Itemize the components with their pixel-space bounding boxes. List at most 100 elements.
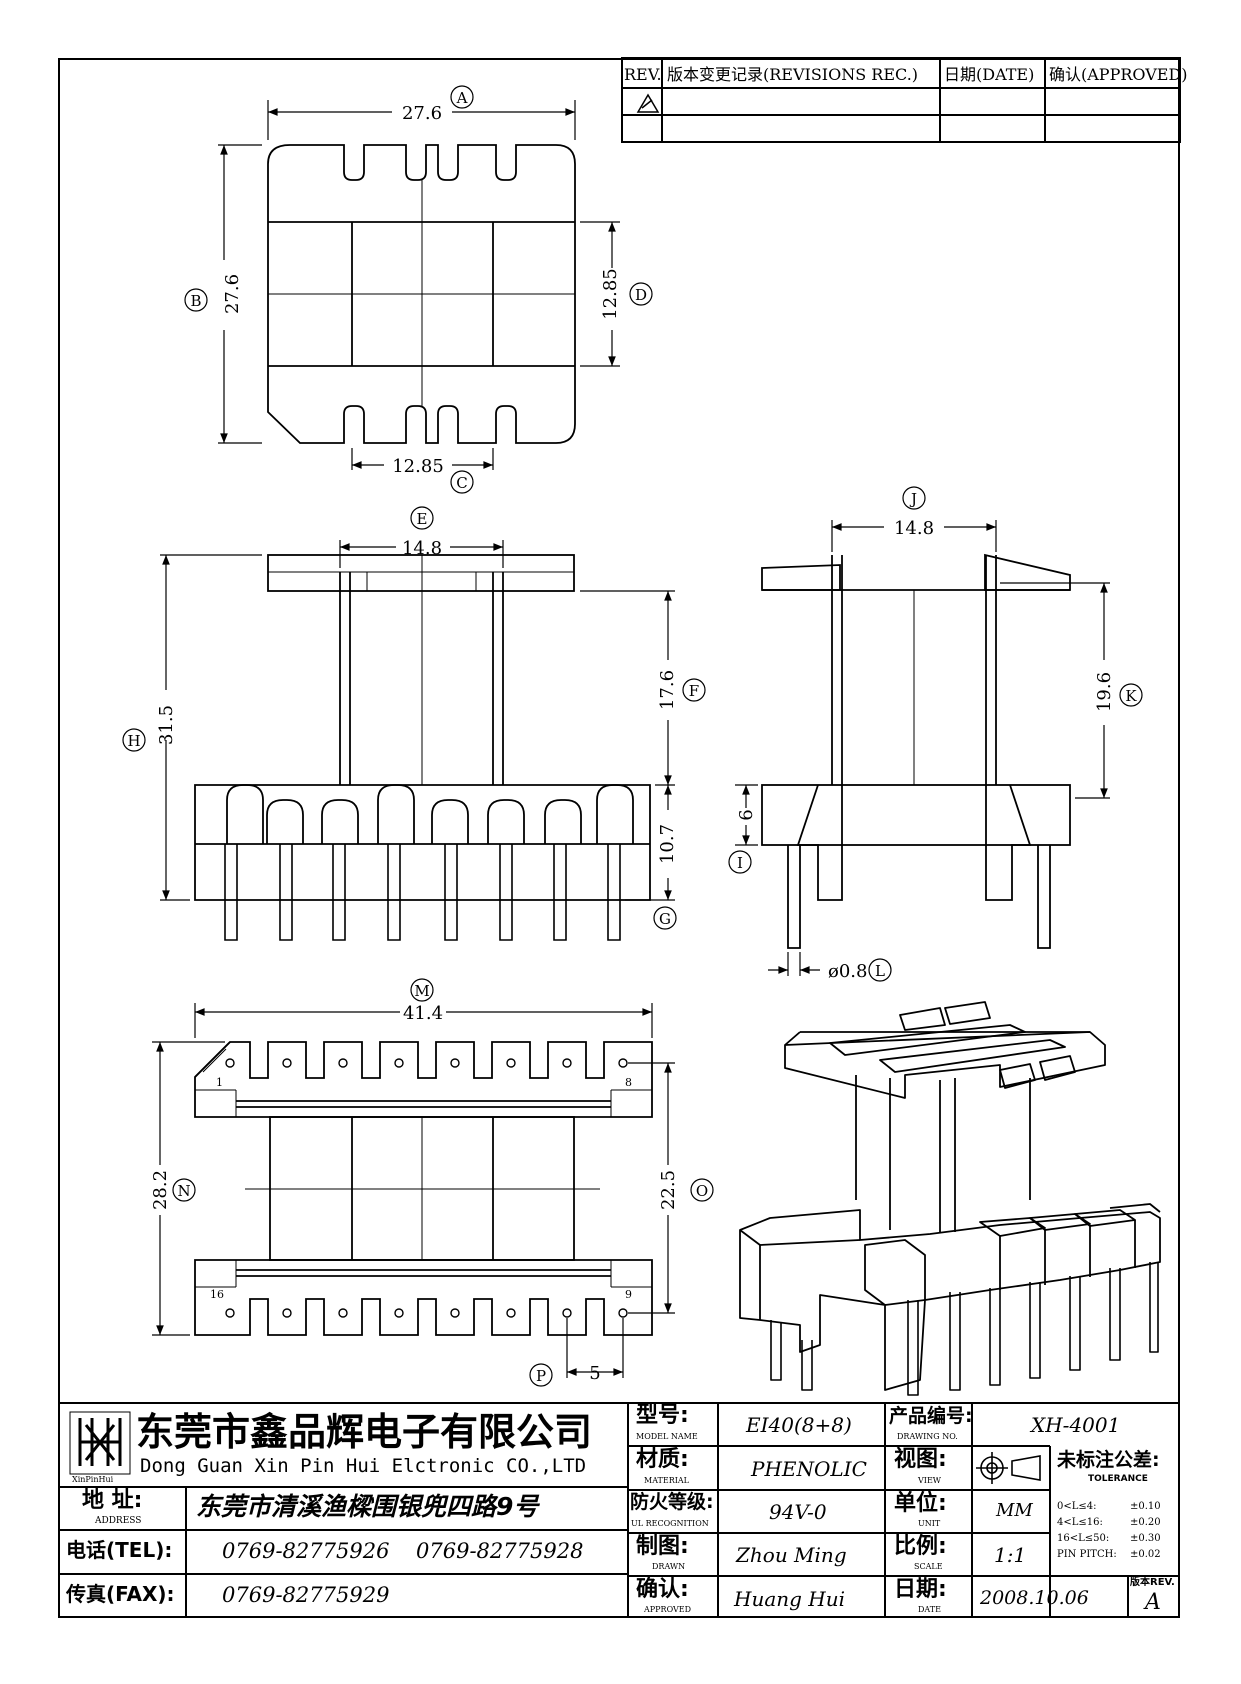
label-m: M: [414, 982, 429, 1000]
dim-height-h: 31.5: [156, 705, 177, 745]
label-g: G: [659, 910, 671, 928]
rev-value: A: [1145, 1590, 1161, 1615]
front-view: [194, 554, 651, 941]
tel-label: 电话(TEL):: [66, 1538, 173, 1562]
company-name-en: Dong Guan Xin Pin Hui Elctronic CO.,LTD: [140, 1455, 587, 1477]
approved-label: 确认:: [636, 1577, 689, 1602]
sheet-border: [58, 58, 1180, 1618]
label-f: F: [689, 682, 699, 700]
dim-width-a: 27.6: [402, 103, 442, 124]
label-i: I: [737, 854, 743, 872]
revision-record-header: 版本变更记录(REVISIONS REC.): [667, 65, 918, 84]
tolerance-value-4: ±0.02: [1130, 1549, 1161, 1560]
date-header: 日期(DATE): [944, 65, 1034, 84]
scale-value: 1:1: [994, 1543, 1027, 1567]
tolerance-value-1: ±0.10: [1130, 1501, 1161, 1512]
pin-number-16: 16: [210, 1288, 224, 1301]
tolerance-label-en: TOLERANCE: [1088, 1474, 1148, 1484]
label-l: L: [875, 962, 885, 980]
fax-value: 0769-82775929: [222, 1583, 390, 1607]
tel-1: 0769-82775926: [222, 1539, 390, 1563]
rev-label: 版本REV.: [1130, 1577, 1175, 1588]
revision-headers: REV. 版本变更记录(REVISIONS REC.) 日期(DATE) 确认(…: [624, 65, 1188, 84]
dim-base-i: 6: [736, 809, 757, 820]
label-b: B: [190, 292, 201, 310]
drawing-no-label: 产品编号:: [889, 1405, 973, 1427]
label-o: O: [696, 1182, 708, 1200]
fire-value: 94V-0: [769, 1500, 827, 1524]
address-label: 地 址:: [82, 1488, 143, 1513]
scale-label: 比例:: [894, 1534, 947, 1559]
top-view-labels: 27.6 A 27.6 B 12.85 D 12.85 C: [190, 89, 647, 492]
rev-header: REV.: [624, 65, 662, 84]
label-a: A: [456, 89, 468, 107]
label-d: D: [635, 286, 647, 304]
address-label-en: ADDRESS: [95, 1516, 142, 1526]
unit-label: 单位:: [894, 1491, 947, 1516]
model-label: 型号:: [636, 1403, 689, 1428]
bottom-view-labels: 41.4 M 28.2 N 22.5 O 5 P 1 8 16 9: [150, 982, 708, 1385]
side-view: [761, 553, 1071, 949]
drawing-no-label-en: DRAWING NO.: [897, 1432, 958, 1441]
logo-text: XinPinHui: [72, 1475, 114, 1484]
tolerance-range-4: PIN PITCH:: [1057, 1549, 1117, 1560]
dim-core-e: 14.8: [402, 538, 442, 559]
side-view-labels: 14.8 J 19.6 K 6 I ø0.8 L: [736, 490, 1137, 982]
bottom-view-dimensions: [152, 978, 714, 1387]
fax-label: 传真(FAX):: [66, 1582, 175, 1606]
front-view-labels: 14.8 E 31.5 H 17.6 F 10.7 G: [127, 510, 699, 928]
drawn-label: 制图:: [636, 1534, 689, 1559]
pin-number-1: 1: [216, 1076, 223, 1089]
dim-core-j: 14.8: [894, 518, 934, 539]
dim-spacing-o: 22.5: [658, 1170, 679, 1210]
unit-label-en: UNIT: [918, 1519, 941, 1528]
material-value: PHENOLIC: [751, 1457, 867, 1481]
dim-pin-l: ø0.8: [828, 961, 867, 982]
scale-label-en: SCALE: [914, 1562, 943, 1571]
side-view-dimensions: [728, 486, 1143, 982]
date-value: 2008.10.06: [980, 1587, 1089, 1609]
drawn-label-en: DRAWN: [652, 1562, 686, 1571]
dim-height-n: 28.2: [150, 1170, 171, 1210]
material-label-en: MATERIAL: [644, 1476, 689, 1485]
label-e: E: [417, 510, 428, 528]
top-view: [267, 144, 576, 444]
fire-label: 防火等级:: [630, 1491, 714, 1513]
pin-number-9: 9: [625, 1288, 632, 1301]
fire-label-en: UL RECOGNITION: [631, 1519, 709, 1528]
model-label-en: MODEL NAME: [636, 1432, 698, 1441]
drawn-value: Zhou Ming: [736, 1543, 847, 1567]
top-view-dimensions: [184, 85, 653, 494]
approved-label-en: APPROVED: [644, 1605, 692, 1614]
dim-slot-c: 12.85: [392, 456, 444, 477]
company-name-cn: 东莞市鑫品辉电子有限公司: [136, 1410, 593, 1454]
dim-slot-d: 12.85: [600, 268, 621, 320]
dim-winding-f: 17.6: [657, 670, 678, 710]
logo: [69, 1411, 131, 1475]
pin-number-8: 8: [625, 1076, 632, 1089]
date-label: 日期:: [894, 1577, 947, 1602]
date-label-en: DATE: [918, 1605, 941, 1614]
isometric-view: [739, 1001, 1161, 1396]
address-value: 东莞市清溪渔樑围银兜四路9号: [196, 1492, 539, 1521]
dim-pitch-p: 5: [589, 1363, 600, 1384]
approved-value: Huang Hui: [734, 1587, 846, 1611]
label-k: K: [1125, 687, 1137, 705]
dim-height-b: 27.6: [222, 274, 243, 314]
title-block-grid: [58, 1402, 1180, 1618]
dim-winding-k: 19.6: [1094, 672, 1115, 712]
material-label: 材质:: [636, 1447, 689, 1472]
label-j: J: [909, 490, 917, 508]
drawing-no-value: XH-4001: [1031, 1413, 1121, 1437]
revision-table: [621, 57, 1181, 143]
label-p: P: [536, 1367, 546, 1385]
label-h: H: [127, 732, 140, 750]
unit-value: MM: [996, 1500, 1033, 1521]
label-c: C: [456, 474, 467, 492]
tolerance-range-2: 4<L≤16:: [1057, 1517, 1103, 1528]
tolerance-label: 未标注公差:: [1057, 1449, 1160, 1471]
tolerance-value-3: ±0.30: [1130, 1533, 1161, 1544]
dim-pin-g: 10.7: [657, 824, 678, 864]
